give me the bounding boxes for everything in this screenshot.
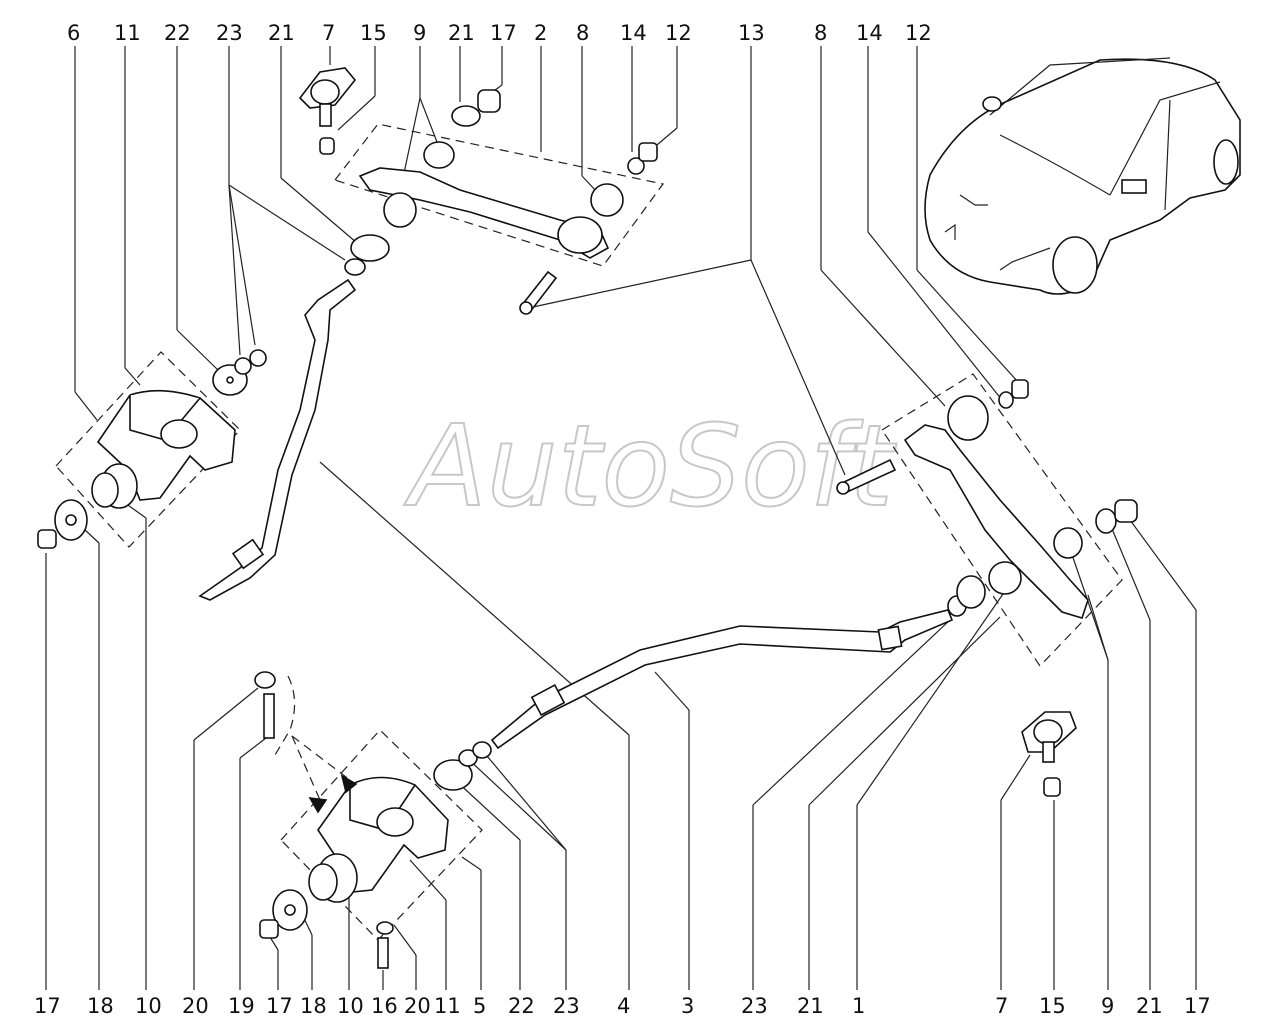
label-bottom-7: 7 [995, 994, 1008, 1018]
label-bottom-18b: 18 [300, 994, 327, 1018]
label-top-12b: 12 [905, 21, 932, 45]
label-bottom-21: 21 [797, 994, 824, 1018]
bottom-callout-labels: 17 18 10 20 19 17 18 10 16 20 11 5 22 23… [34, 994, 1211, 1018]
label-bottom-5: 5 [473, 994, 486, 1018]
label-top-7: 7 [322, 21, 335, 45]
rear-left-bracket-assembly [254, 671, 449, 969]
label-bottom-10b: 10 [337, 994, 364, 1018]
label-bottom-10: 10 [135, 994, 162, 1018]
label-bottom-15: 15 [1039, 994, 1066, 1018]
stabilizer-bar-right-section [490, 609, 954, 750]
label-bottom-17: 17 [34, 994, 61, 1018]
label-bottom-3: 3 [681, 994, 694, 1018]
label-bottom-16: 16 [371, 994, 398, 1018]
label-top-21b: 21 [448, 21, 475, 45]
stabilizer-bar-left-section [198, 278, 357, 601]
label-top-12: 12 [665, 21, 692, 45]
label-top-21: 21 [268, 21, 295, 45]
car-location-illustration [924, 57, 1241, 295]
top-ball-joint [298, 67, 357, 155]
label-top-14b: 14 [856, 21, 883, 45]
label-bottom-23b: 23 [741, 994, 768, 1018]
lower-control-arm [903, 379, 1138, 619]
label-top-8b: 8 [814, 21, 827, 45]
label-top-9: 9 [413, 21, 426, 45]
label-top-2: 2 [534, 21, 547, 45]
label-bottom-17c: 17 [1184, 994, 1211, 1018]
label-top-17: 17 [490, 21, 517, 45]
right-washers [947, 575, 986, 617]
bolt-13-upper [519, 270, 558, 315]
label-bottom-11: 11 [434, 994, 461, 1018]
label-bottom-23: 23 [553, 994, 580, 1018]
watermark: AutoSoft [404, 402, 897, 532]
top-callout-labels: 6 11 22 23 21 7 15 9 21 17 2 8 14 12 13 … [67, 21, 932, 45]
upper-control-arm [358, 89, 658, 259]
label-bottom-22: 22 [508, 994, 535, 1018]
label-top-22: 22 [164, 21, 191, 45]
label-bottom-4: 4 [617, 994, 630, 1018]
label-top-15: 15 [360, 21, 387, 45]
label-bottom-17b: 17 [266, 994, 293, 1018]
label-top-23: 23 [216, 21, 243, 45]
label-top-11: 11 [114, 21, 141, 45]
lower-ball-joint [1021, 711, 1077, 797]
lower-washers [433, 741, 492, 791]
label-bottom-18: 18 [87, 994, 114, 1018]
label-bottom-20b: 20 [404, 994, 431, 1018]
label-bottom-21b: 21 [1136, 994, 1163, 1018]
top-washers [344, 234, 390, 276]
leader-lines [45, 46, 1197, 990]
label-top-14: 14 [620, 21, 647, 45]
label-top-8: 8 [576, 21, 589, 45]
label-top-6: 6 [67, 21, 80, 45]
label-bottom-19: 19 [228, 994, 255, 1018]
front-left-bracket-assembly [37, 349, 267, 549]
label-bottom-1: 1 [852, 994, 865, 1018]
bolt-13-lower [836, 458, 897, 495]
assembly-group-outlines [55, 123, 1123, 941]
label-bottom-20: 20 [182, 994, 209, 1018]
label-bottom-9: 9 [1101, 994, 1114, 1018]
label-top-13: 13 [738, 21, 765, 45]
